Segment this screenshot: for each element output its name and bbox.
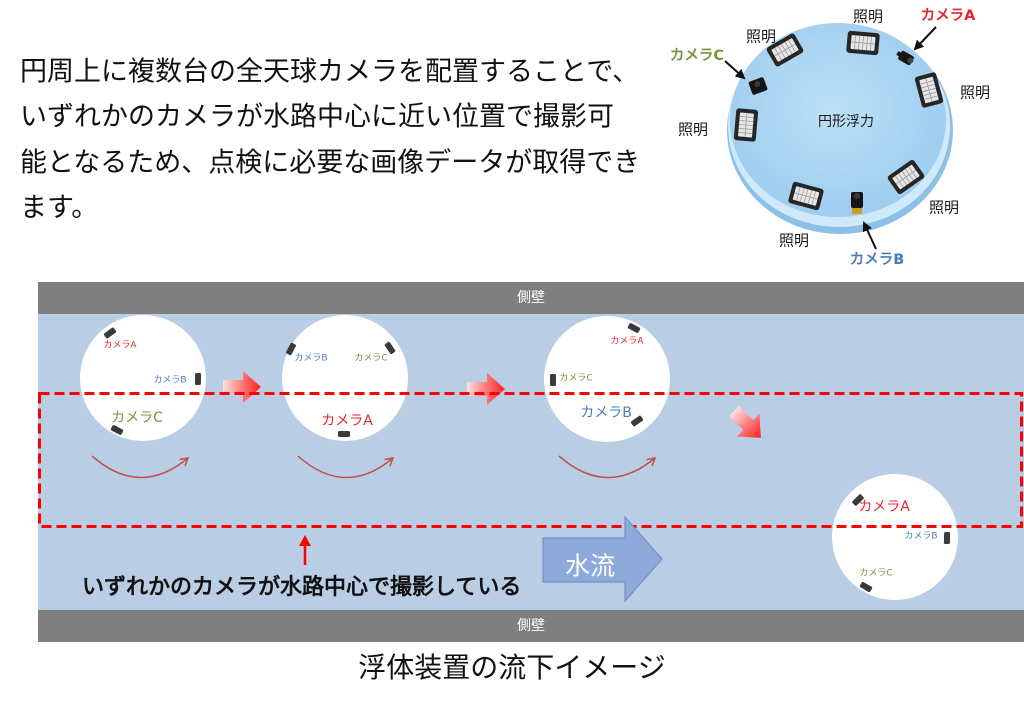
camera-a-pointer — [913, 26, 937, 51]
camera-mark — [194, 372, 202, 386]
float-3-camera-b-label: カメラB — [580, 405, 632, 421]
camera-a-unit — [896, 50, 914, 66]
float-1 — [80, 315, 206, 441]
rotation-arrow — [91, 455, 190, 479]
float-4-camera-b-label: カメラB — [904, 531, 938, 542]
side-wall-bottom — [38, 610, 1024, 642]
float-2-camera-b-label: カメラB — [294, 353, 328, 364]
intro-line: いずれかのカメラが水路中心に近い位置で撮影可 — [20, 101, 614, 133]
float-4 — [832, 474, 958, 600]
light-fixture — [845, 30, 881, 56]
camera-c-pointer — [724, 60, 746, 80]
channel — [38, 282, 1024, 642]
center-zone-note: いずれかのカメラが水路中心で撮影している — [82, 575, 522, 600]
float-4-camera-a-label: カメラA — [858, 499, 910, 515]
light-label: 照明 — [677, 120, 709, 139]
rotation-arrow — [297, 455, 395, 479]
camera-mark — [943, 531, 951, 545]
intro-line: 能となるため、点検に必要な画像データが取得でき — [20, 147, 641, 179]
float-photo — [724, 23, 953, 250]
light-label: 照明 — [928, 198, 960, 217]
camera-b-unit — [851, 192, 863, 214]
float-3 — [544, 316, 670, 442]
float-disc-top — [730, 23, 946, 217]
light-label: 照明 — [852, 7, 884, 26]
camera-mark — [550, 374, 556, 386]
light-label: 照明 — [959, 83, 991, 102]
float-4-camera-c-label: カメラC — [859, 568, 893, 579]
side-wall-top — [38, 282, 1024, 314]
channel-center-zone — [38, 392, 1023, 528]
float-1-camera-c-label: カメラC — [111, 410, 163, 426]
intro-line: ます。 — [20, 192, 99, 224]
figure-caption: 浮体装置の流下イメージ — [358, 651, 666, 684]
light-label: 照明 — [778, 231, 810, 250]
float-2-camera-c-label: カメラC — [354, 353, 388, 364]
camera-a-label: カメラA — [920, 7, 976, 24]
float-3-camera-c-label: カメラC — [559, 373, 593, 384]
camera-c-unit — [748, 77, 768, 95]
float-1-camera-b-label: カメラB — [153, 375, 187, 386]
intro-line: 円周上に複数台の全天球カメラを配置することで、 — [20, 56, 640, 88]
camera-b-label: カメラB — [849, 251, 905, 268]
flow-arrow — [542, 515, 663, 603]
float-2 — [282, 315, 408, 441]
light-fixture — [733, 107, 759, 143]
camera-mark — [338, 431, 350, 437]
rotation-arrow — [558, 455, 657, 479]
float-1-camera-a-label: カメラA — [103, 340, 137, 351]
camera-c-label: カメラC — [669, 47, 725, 64]
side-wall-bottom-label: 側壁 — [517, 618, 545, 634]
flow-label: 水流 — [564, 551, 616, 581]
side-wall-top-label: 側壁 — [517, 290, 545, 306]
float-3-camera-a-label: カメラA — [610, 336, 644, 347]
float-2-camera-a-label: カメラA — [321, 413, 373, 429]
float-name-label: 円形浮力 — [818, 114, 874, 130]
light-label: 照明 — [745, 27, 777, 46]
camera-b-pointer — [862, 221, 877, 250]
up-arrow — [299, 535, 311, 565]
